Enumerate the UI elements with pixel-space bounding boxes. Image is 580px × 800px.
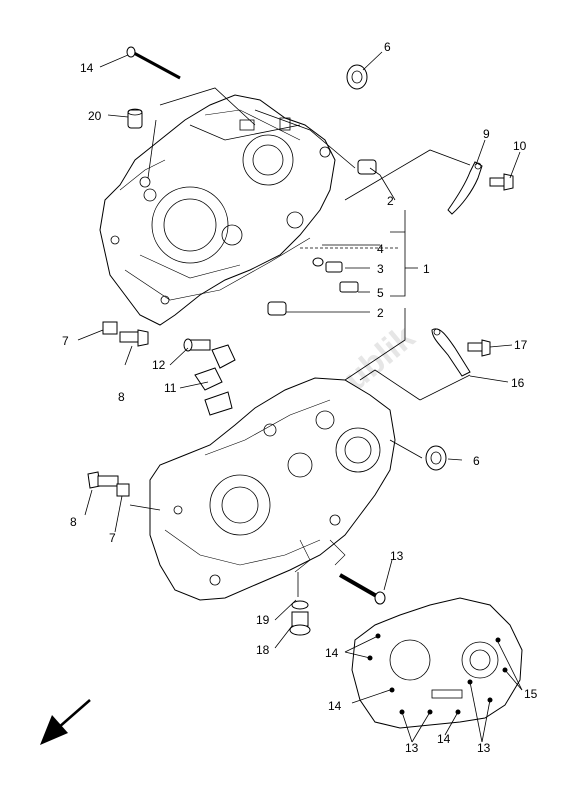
callout-14: 14 [325,646,339,660]
callout-9: 9 [483,127,490,141]
callout-3: 3 [377,262,384,276]
dowel-pin-2-top [357,159,377,175]
bracket-9 [447,161,483,215]
callout-17: 17 [514,338,528,352]
callout-13: 13 [477,741,491,755]
callout-10: 10 [513,139,527,153]
callout-6: 6 [384,40,391,54]
washer-19 [291,600,309,610]
callout-7: 7 [62,334,69,348]
callout-1: 1 [423,262,430,276]
callout-14: 14 [328,699,342,713]
bolt-14-top [126,46,181,80]
guide-16 [431,328,471,377]
oil-seal-6-bottom [425,445,447,471]
clamp-7-bottom [116,483,130,497]
bolt-8-bottom [87,471,119,489]
callout-2: 2 [387,194,394,208]
plate-11 [194,344,236,416]
callout-labels: 1 2 2 3 4 5 6 6 7 7 8 8 9 10 11 12 13 13… [62,40,538,755]
dowel-pin-20 [127,108,143,129]
callout-8: 8 [70,515,77,529]
callout-15: 15 [524,687,538,701]
drain-plug-18 [289,611,311,636]
callout-18: 18 [256,643,270,657]
callout-14: 14 [437,732,451,746]
callout-7: 7 [109,531,116,545]
callout-20: 20 [88,109,102,123]
callout-16: 16 [511,376,525,390]
callout-6: 6 [473,454,480,468]
callout-5: 5 [377,286,384,300]
inset-bolt-layout-view [351,597,523,729]
callout-11: 11 [164,381,177,395]
leader-lines [77,51,523,743]
bolt-8-top [119,329,149,347]
bolt-5 [339,281,359,293]
callout-14: 14 [80,61,94,75]
callout-8: 8 [118,390,125,404]
front-direction-arrow-icon [40,699,91,745]
bolt-10 [489,173,514,191]
bolt-12 [183,338,211,352]
callout-19: 19 [256,613,270,627]
clamp-7-top [102,321,118,335]
washer-4 [312,257,324,267]
crankcase-left-half [99,94,336,326]
callout-13: 13 [390,549,404,563]
oil-seal-6-top [346,64,368,90]
bolt-17 [467,339,491,357]
plug-3 [325,261,343,273]
bolt-13 [339,573,386,605]
crankcase-right-half [149,377,396,601]
dowel-pin-2-bottom [267,301,287,316]
callout-13: 13 [405,741,419,755]
callout-4: 4 [377,242,384,256]
callout-2: 2 [377,306,384,320]
callout-12: 12 [152,358,166,372]
